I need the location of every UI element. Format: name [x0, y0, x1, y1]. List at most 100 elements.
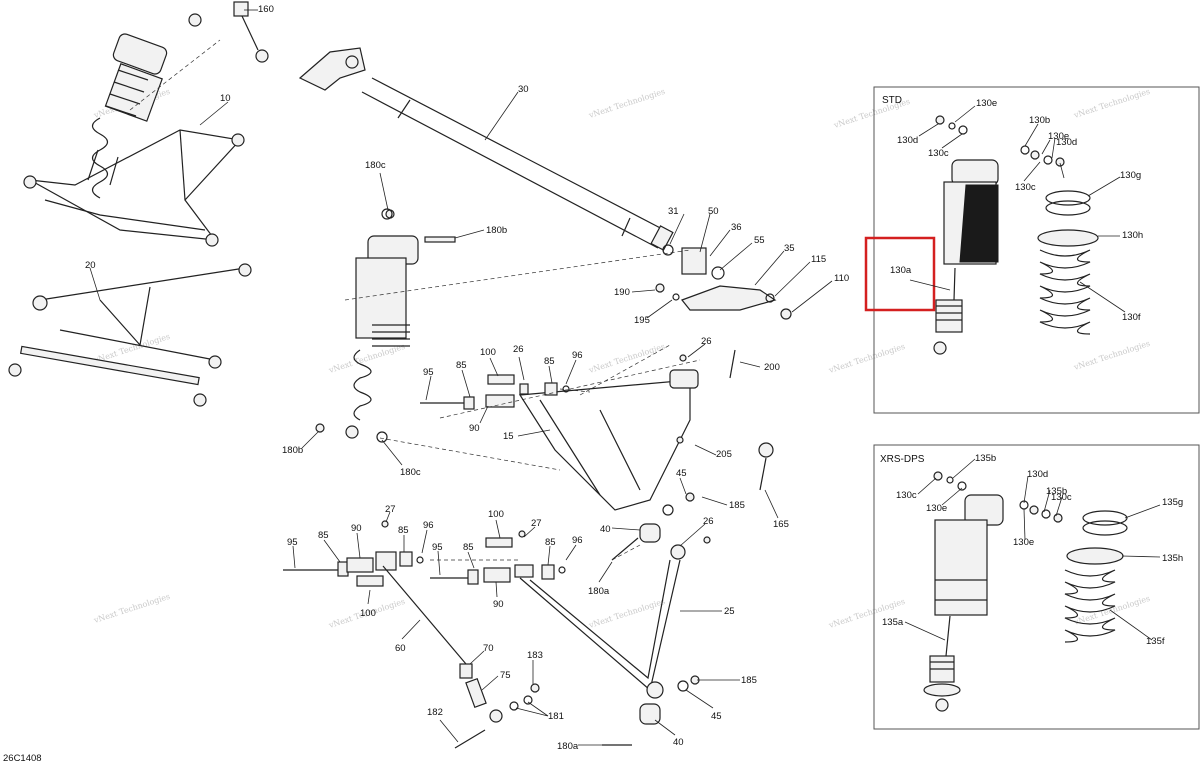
callout-130b: 130b: [1029, 115, 1050, 126]
callout-100: 100: [360, 608, 376, 619]
callout-180b: 180b: [282, 445, 303, 456]
callout-180b: 180b: [486, 225, 507, 236]
panel-title-std: STD: [882, 95, 902, 106]
callout-85: 85: [318, 530, 329, 541]
callout-95: 95: [432, 542, 443, 553]
knuckle: [298, 47, 366, 91]
callout-115: 115: [811, 254, 826, 265]
rod-60: [382, 565, 540, 749]
callout-40: 40: [600, 524, 611, 535]
left-rod: [8, 345, 207, 407]
callout-135f: 135f: [1146, 636, 1165, 647]
callout-40: 40: [673, 737, 684, 748]
callout-130e: 130e: [976, 98, 997, 109]
callout-15: 15: [503, 431, 514, 442]
callout-185: 185: [729, 500, 745, 511]
callout-185: 185: [741, 675, 757, 686]
callout-130c: 130c: [1051, 492, 1072, 503]
callout-85: 85: [456, 360, 467, 371]
callout-130a: 130a: [890, 265, 912, 276]
callout-30: 30: [518, 84, 529, 95]
callout-45: 45: [711, 711, 722, 722]
upper-left-assembly: [23, 13, 245, 247]
callout-180a: 180a: [557, 741, 579, 752]
leader-lines: [89, 9, 1161, 746]
callout-labels: 160 10 30 20 180c 180b 31 50 36 55 35 11…: [85, 4, 1183, 752]
tie-rod-160: [233, 1, 269, 63]
callout-130d: 130d: [1027, 469, 1048, 480]
xrs-panel: XRS-DPS: [873, 444, 1200, 730]
callout-110: 110: [834, 273, 849, 284]
callout-130e: 130e: [926, 503, 947, 514]
callout-181: 181: [548, 711, 564, 722]
callout-85: 85: [544, 356, 555, 367]
callout-85: 85: [463, 542, 474, 553]
callout-130f: 130f: [1122, 312, 1141, 323]
callout-90: 90: [469, 423, 480, 434]
callout-130d: 130d: [1056, 137, 1077, 148]
callout-85: 85: [398, 525, 409, 536]
callout-27: 27: [531, 518, 542, 529]
callout-130c: 130c: [928, 148, 949, 159]
hardware-top: [420, 374, 570, 410]
callout-26: 26: [703, 516, 714, 527]
callout-26: 26: [513, 344, 524, 355]
callout-130d: 130d: [897, 135, 918, 146]
callout-10: 10: [220, 93, 231, 104]
arm-15: [518, 349, 774, 511]
callout-85: 85: [545, 537, 556, 548]
callout-55: 55: [754, 235, 765, 246]
callout-75: 75: [500, 670, 511, 681]
callout-180a: 180a: [588, 586, 610, 597]
callout-25: 25: [724, 606, 735, 617]
callout-195: 195: [634, 315, 650, 326]
callout-180c: 180c: [365, 160, 386, 171]
callout-45: 45: [676, 468, 687, 479]
arm-25: [519, 354, 711, 746]
callout-90: 90: [493, 599, 504, 610]
watermark: vNext Technologies: [827, 342, 906, 375]
shaft-hardware: [655, 244, 792, 320]
center-shock: [315, 208, 456, 443]
callout-95: 95: [423, 367, 434, 378]
arm-20: [32, 263, 252, 369]
callout-135a: 135a: [882, 617, 904, 628]
callout-130h: 130h: [1122, 230, 1143, 241]
drive-shaft-30: [361, 77, 674, 251]
callout-130e: 130e: [1048, 131, 1069, 142]
callout-190: 190: [614, 287, 630, 298]
callout-70: 70: [483, 643, 494, 654]
callout-26: 26: [701, 336, 712, 347]
callout-100: 100: [488, 509, 504, 520]
callout-96: 96: [572, 535, 583, 546]
callout-36: 36: [731, 222, 742, 233]
callout-60: 60: [395, 643, 406, 654]
callout-135g: 135g: [1162, 497, 1183, 508]
hardware-bottom-middle: [430, 530, 566, 585]
callout-130c: 130c: [896, 490, 917, 501]
callout-200: 200: [764, 362, 780, 373]
watermark: vNext Technologies: [1072, 87, 1151, 120]
callout-180c: 180c: [400, 467, 421, 478]
callout-100: 100: [480, 347, 496, 358]
watermark: vNext Technologies: [92, 592, 171, 625]
watermark: vNext Technologies: [587, 597, 666, 630]
callout-20: 20: [85, 260, 96, 271]
callout-182: 182: [427, 707, 443, 718]
callout-31: 31: [668, 206, 679, 217]
callout-205: 205: [716, 449, 732, 460]
watermark: vNext Technologies: [1072, 339, 1151, 372]
watermark: vNext Technologies: [587, 87, 666, 120]
callout-96: 96: [423, 520, 434, 531]
callout-135b: 135b: [975, 453, 996, 464]
callout-160: 160: [258, 4, 274, 15]
diagram-id: 26C1408: [3, 753, 42, 764]
callout-27: 27: [385, 504, 396, 515]
callout-130e: 130e: [1013, 537, 1034, 548]
dashed-lines: [129, 39, 701, 561]
panel-title-xrs: XRS-DPS: [880, 454, 925, 465]
callout-95: 95: [287, 537, 298, 548]
watermark: vNext Technologies: [327, 342, 406, 375]
